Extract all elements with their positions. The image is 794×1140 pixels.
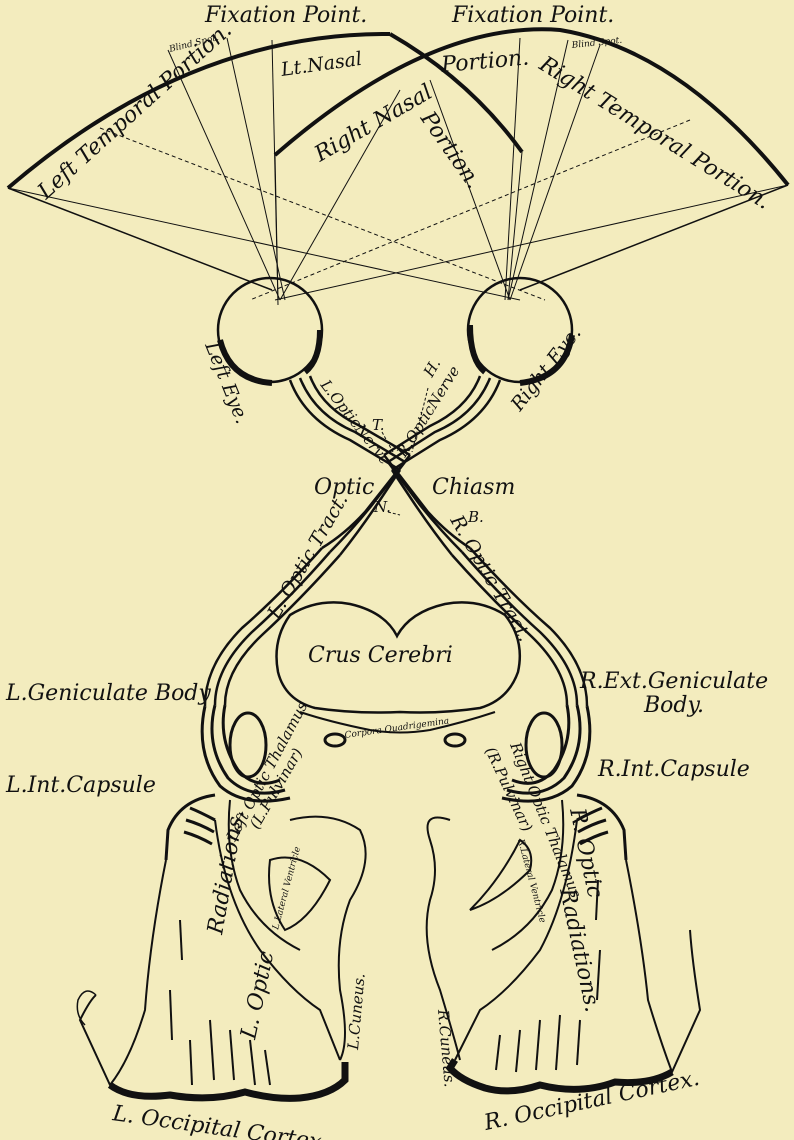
left-occipital-cortex-label: L. Occipital Cortex. xyxy=(110,1101,330,1140)
right-occipital-cortex-label: R. Occipital Cortex. xyxy=(481,1066,702,1136)
visual-fields xyxy=(8,29,788,305)
left-internal-capsule xyxy=(166,795,215,860)
left-field-edge xyxy=(8,188,272,290)
left-eye xyxy=(218,278,322,383)
crus-cerebri-label: Crus Cerebri xyxy=(308,643,453,668)
optic-label: Optic xyxy=(314,475,374,500)
left-optic-radiations-label: L. Optic xyxy=(236,949,279,1042)
right-int-capsule-label: R.Int.Capsule xyxy=(597,757,750,782)
letter-n-label: N. xyxy=(373,498,391,516)
right-cuneus-label: R.Cuneus. xyxy=(434,1008,459,1088)
left-int-capsule-label: L.Int.Capsule xyxy=(5,773,156,798)
fixation-label-right: Fixation Point. xyxy=(451,3,614,28)
right-ext-geniculate-label: R.Ext.Geniculate xyxy=(579,669,768,694)
right-optic-tract-label: R. Optic Tract. xyxy=(445,511,536,646)
left-radiations-label: Radiations. xyxy=(203,808,250,937)
right-ext-geniculate-body-label: Body. xyxy=(643,693,704,718)
right-nasal-portion-label: Portion. xyxy=(415,106,487,193)
blind-spot-label-right: Blind Spot. xyxy=(570,36,623,51)
left-geniculate-label: L.Geniculate Body xyxy=(5,681,211,706)
left-nasal-label: Lt.Nasal xyxy=(279,48,364,81)
right-eye-label: Right Eye. xyxy=(506,322,586,415)
left-cuneus-label: L.Cuneus. xyxy=(344,973,369,1052)
chiasm-label: Chiasm xyxy=(432,475,515,500)
right-temporal-label: Right Temporal Portion. xyxy=(534,51,775,214)
left-eye-label: Left Eye. xyxy=(200,338,253,427)
left-temporal-label: Left Temporal Portion. xyxy=(33,18,237,205)
letter-t-label: T. xyxy=(372,416,385,434)
portion-mid-label: Portion. xyxy=(439,45,530,78)
fixation-label-left: Fixation Point. xyxy=(204,3,367,28)
